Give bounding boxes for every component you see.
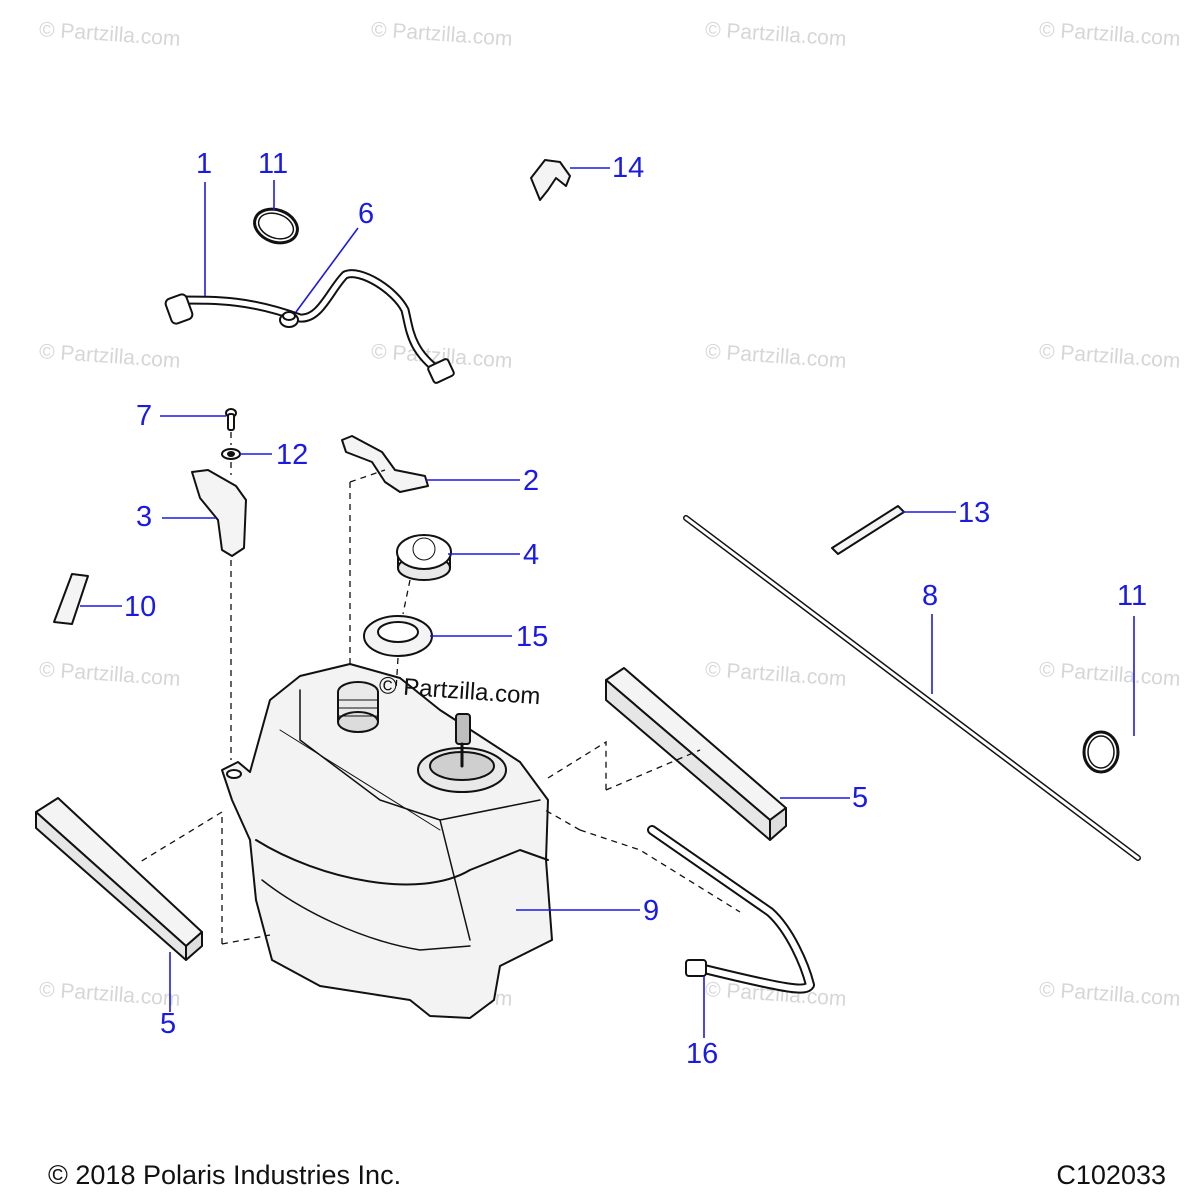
part-11-clamp-right	[1082, 730, 1120, 774]
callout-9: 9	[643, 895, 660, 927]
part-16-fuel-hose	[647, 825, 815, 994]
part-7-bolt	[225, 408, 237, 431]
callout-16: 16	[686, 1038, 719, 1070]
callout-13: 13	[958, 497, 991, 529]
callout-4: 4	[523, 539, 540, 571]
part-5-pad-right	[605, 667, 787, 841]
part-14-clip	[530, 159, 571, 201]
copyright-text: © 2018 Polaris Industries Inc.	[48, 1160, 402, 1190]
part-9-fuel-tank	[221, 663, 553, 1019]
callout-12: 12	[276, 439, 309, 471]
callout-3: 3	[136, 501, 153, 533]
callout-1: 1	[196, 148, 213, 180]
callout-2: 2	[523, 465, 540, 497]
part-5-pad-left	[35, 797, 203, 961]
callout-5-left: 5	[160, 1008, 177, 1040]
part-6-grommet	[279, 311, 299, 328]
callout-14: 14	[612, 152, 645, 184]
part-15-gasket	[363, 615, 433, 657]
part-3-bracket	[191, 469, 247, 557]
callout-15: 15	[516, 621, 549, 653]
callout-10: 10	[124, 591, 157, 623]
callout-5-right: 5	[852, 782, 869, 814]
part-13-pad	[831, 505, 905, 555]
part-11-clamp	[253, 207, 299, 245]
callout-8: 8	[922, 580, 939, 612]
diagram-code: C102033	[1056, 1160, 1166, 1190]
callout-7: 7	[136, 400, 153, 432]
part-4-fuel-cap	[396, 534, 452, 581]
part-2-bracket	[341, 435, 429, 493]
part-1-vent-hose	[164, 269, 455, 384]
callout-11-right: 11	[1117, 580, 1148, 612]
callout-6: 6	[358, 198, 375, 230]
callout-11-top: 11	[258, 148, 289, 180]
part-10-pad	[53, 573, 89, 625]
